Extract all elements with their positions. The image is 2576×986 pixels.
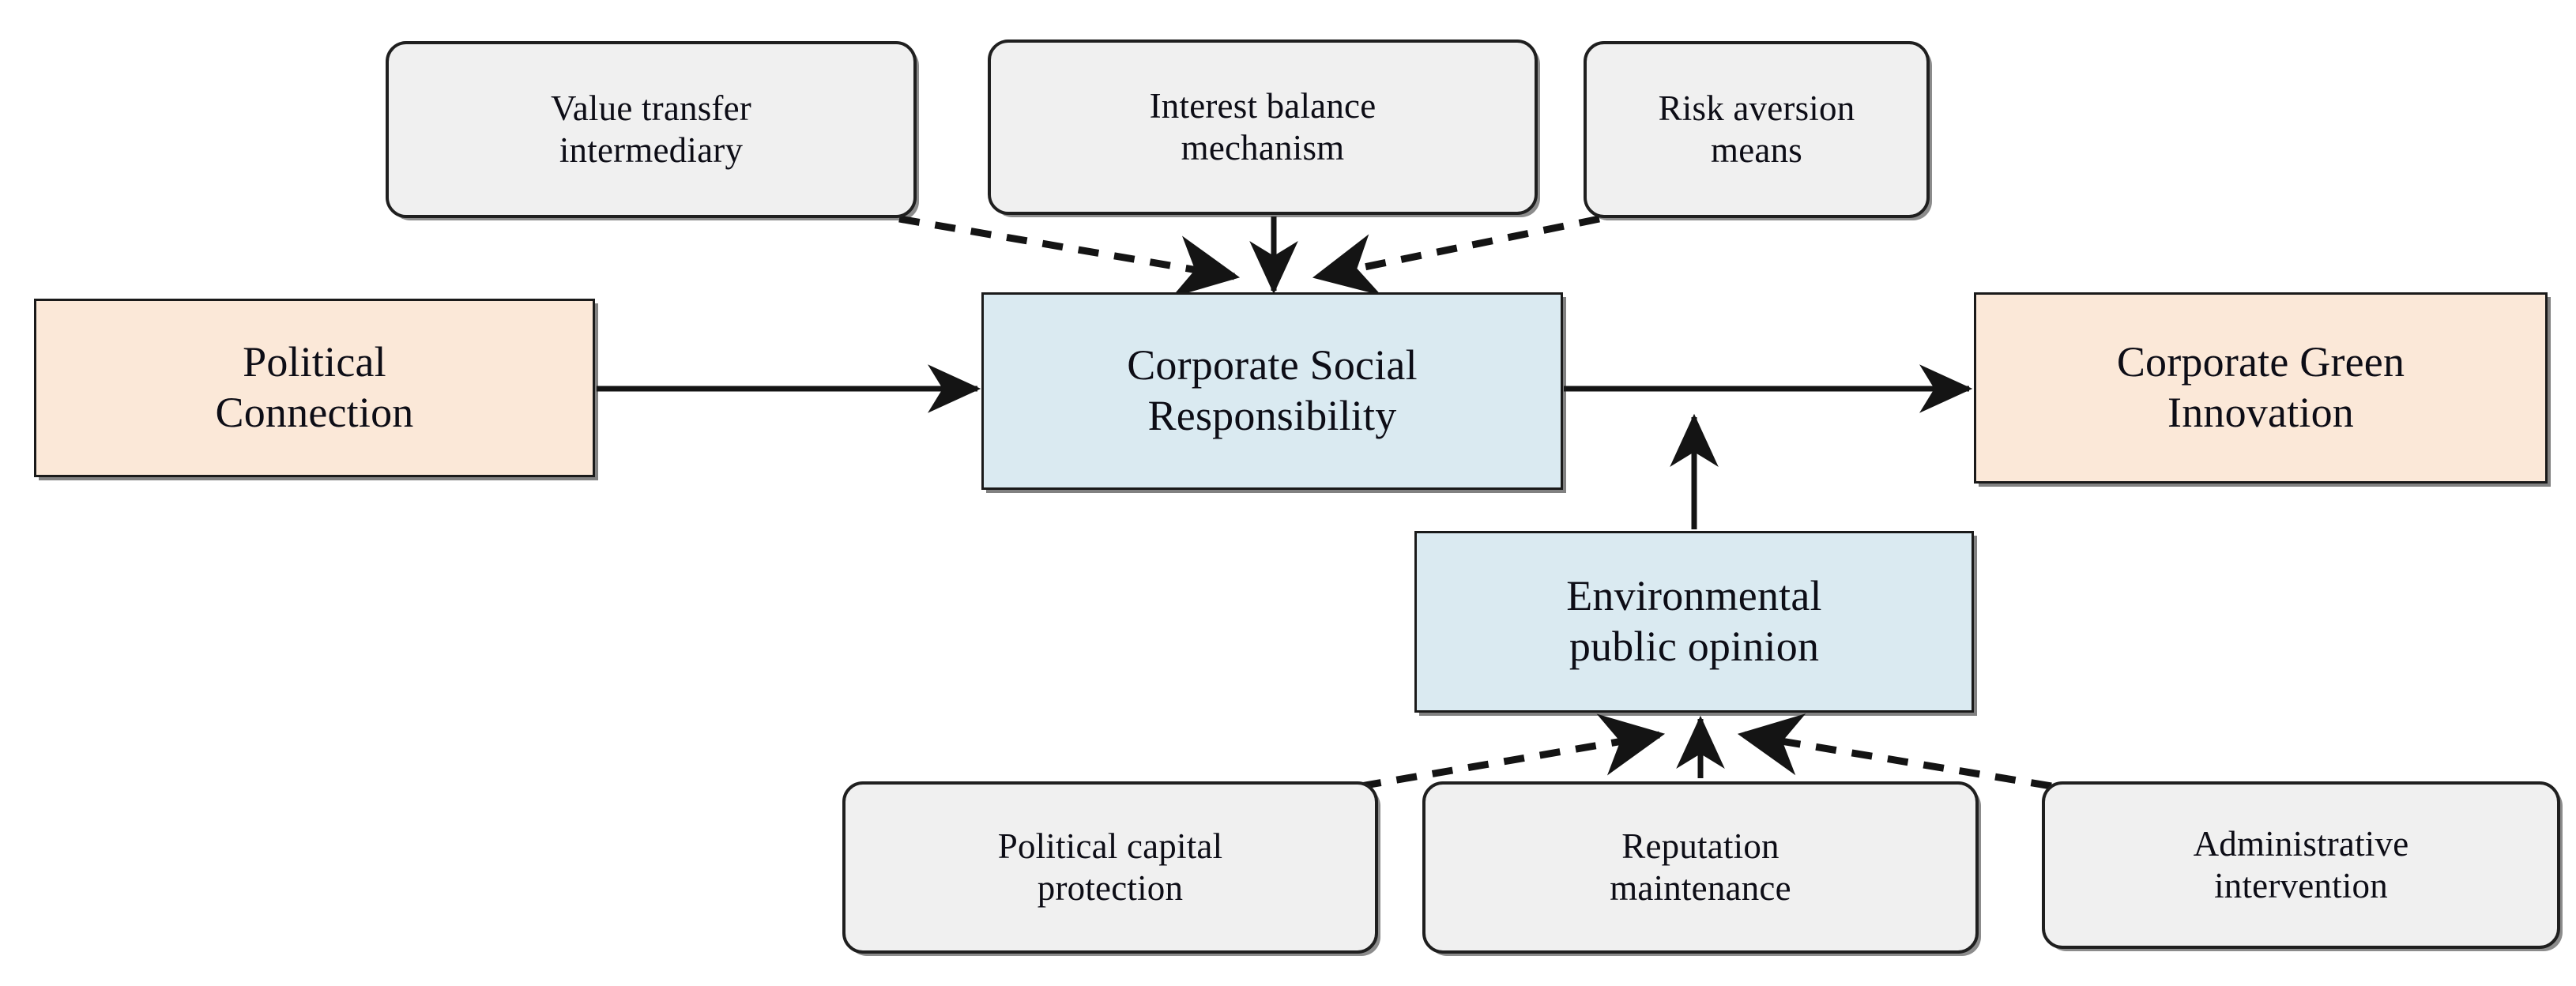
node-corporate-green-innovation[interactable]: Corporate Green Innovation [1974,292,2548,484]
node-corporate-social-responsibility[interactable]: Corporate Social Responsibility [981,292,1563,490]
node-label-political-capital-protection: Political capital protection [997,826,1223,908]
node-environmental-public-opinion[interactable]: Environmental public opinion [1414,531,1974,713]
node-label-risk-aversion-means: Risk aversion means [1658,88,1855,170]
node-interest-balance-mechanism[interactable]: Interest balance mechanism [988,40,1538,215]
node-label-corporate-green-innovation: Corporate Green Innovation [2116,338,2405,436]
node-label-environmental-public-opinion: Environmental public opinion [1566,572,1822,670]
node-reputation-maintenance[interactable]: Reputation maintenance [1422,781,1979,954]
node-label-administrative-intervention: Administrative intervention [2193,823,2409,905]
node-label-interest-balance-mechanism: Interest balance mechanism [1149,85,1377,167]
node-political-capital-protection[interactable]: Political capital protection [842,781,1378,954]
node-political-connection[interactable]: Political Connection [34,299,595,477]
node-administrative-intervention[interactable]: Administrative intervention [2042,781,2560,949]
node-risk-aversion-means[interactable]: Risk aversion means [1584,41,1930,218]
node-label-corporate-social-responsibility: Corporate Social Responsibility [1127,341,1418,439]
edge-administrative-intervention-to-environmental-public-opinion [1737,713,2052,790]
node-label-value-transfer-intermediary: Value transfer intermediary [551,88,751,170]
edge-value-transfer-intermediary-to-csr [898,215,1241,298]
node-label-political-connection: Political Connection [215,338,414,436]
edge-risk-aversion-means-to-csr [1312,215,1600,295]
node-value-transfer-intermediary[interactable]: Value transfer intermediary [386,41,917,218]
edge-political-capital-protection-to-environmental-public-opinion [1360,713,1666,790]
node-label-reputation-maintenance: Reputation maintenance [1610,826,1791,908]
